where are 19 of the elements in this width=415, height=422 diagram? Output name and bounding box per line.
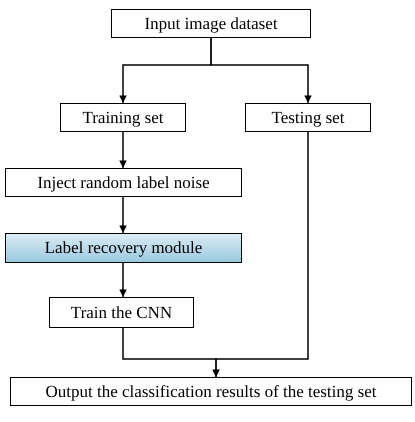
arrow <box>210 38 312 103</box>
process-box <box>60 103 186 132</box>
box-label: Output the classification results of the testing set <box>46 382 376 402</box>
arrow <box>119 197 127 233</box>
arrow <box>119 263 127 297</box>
process-box <box>10 377 412 406</box>
box-label: Inject random label noise <box>37 172 210 192</box>
box-label: Input image dataset <box>144 14 278 34</box>
arrow <box>212 132 309 377</box>
process-box <box>49 297 194 328</box>
box-label: Train the CNN <box>70 302 172 322</box>
highlighted-process-box <box>5 233 242 263</box>
arrow <box>119 132 127 168</box>
process-box <box>111 9 311 38</box>
box-label: Training set <box>82 108 164 128</box>
box-label: Testing set <box>272 108 344 128</box>
box-label: Label recovery module <box>44 238 202 258</box>
process-box <box>5 168 242 197</box>
process-box <box>245 103 371 132</box>
